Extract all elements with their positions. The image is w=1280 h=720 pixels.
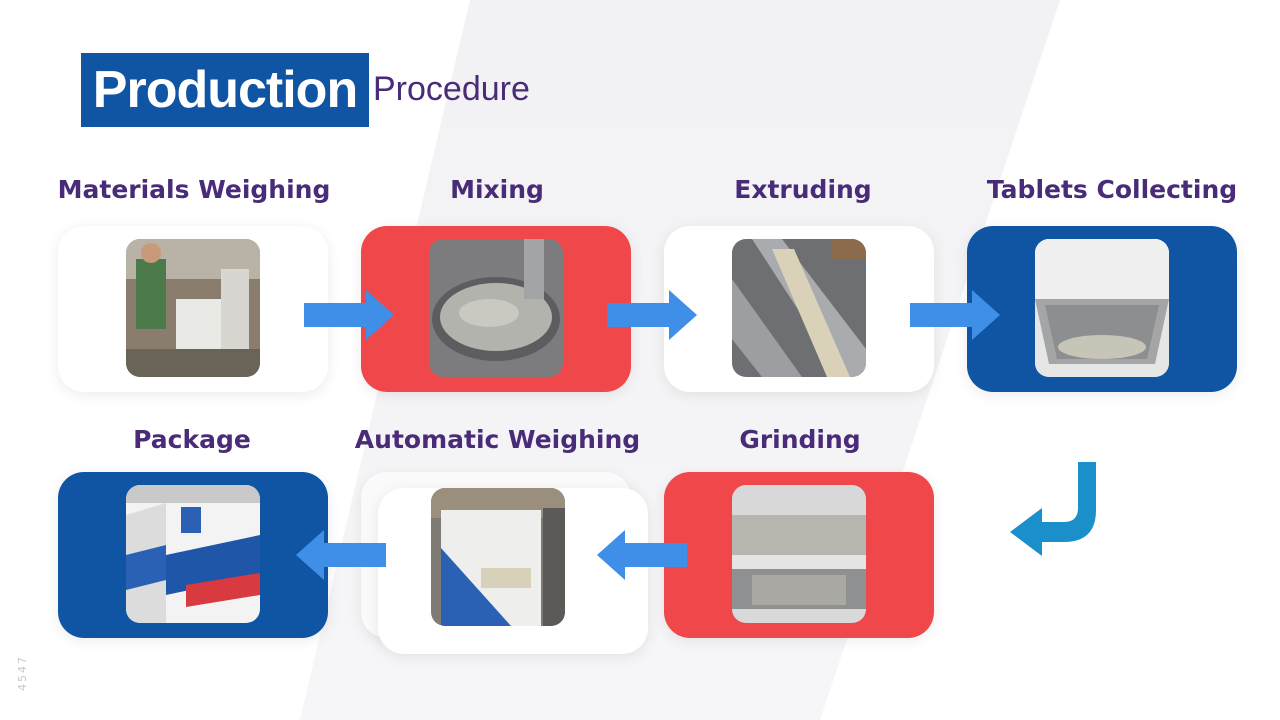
tablets-collecting-photo [1035,239,1169,377]
turn-arrow-icon [1008,462,1100,558]
package-photo [126,485,260,623]
page-title: Production [81,53,369,127]
step-card-grinding [664,472,934,638]
step-label-tablets-collecting: Tablets Collecting [962,175,1262,204]
arrow-right-icon [607,290,697,340]
page-subtitle: Procedure [373,70,530,109]
arrow-right-icon [304,290,394,340]
step-card-tablets-collecting [967,226,1237,392]
arrow-left-icon [597,530,687,580]
slide-number: 4547 [16,655,29,691]
step-label-materials-weighing: Materials Weighing [44,175,344,204]
extruding-photo [732,239,866,377]
arrow-left-icon [296,530,386,580]
step-label-automatic-weighing: Automatic Weighing [345,425,650,454]
materials-weighing-photo [126,239,260,377]
step-label-grinding: Grinding [650,425,950,454]
step-card-package [58,472,328,638]
grinding-photo [732,485,866,623]
step-card-mixing [361,226,631,392]
automatic-weighing-photo [431,488,565,626]
arrow-right-icon [910,290,1000,340]
step-label-extruding: Extruding [653,175,953,204]
step-label-package: Package [42,425,342,454]
step-label-mixing: Mixing [347,175,647,204]
step-card-extruding [664,226,934,392]
mixing-photo [429,239,563,377]
step-card-materials-weighing [58,226,328,392]
